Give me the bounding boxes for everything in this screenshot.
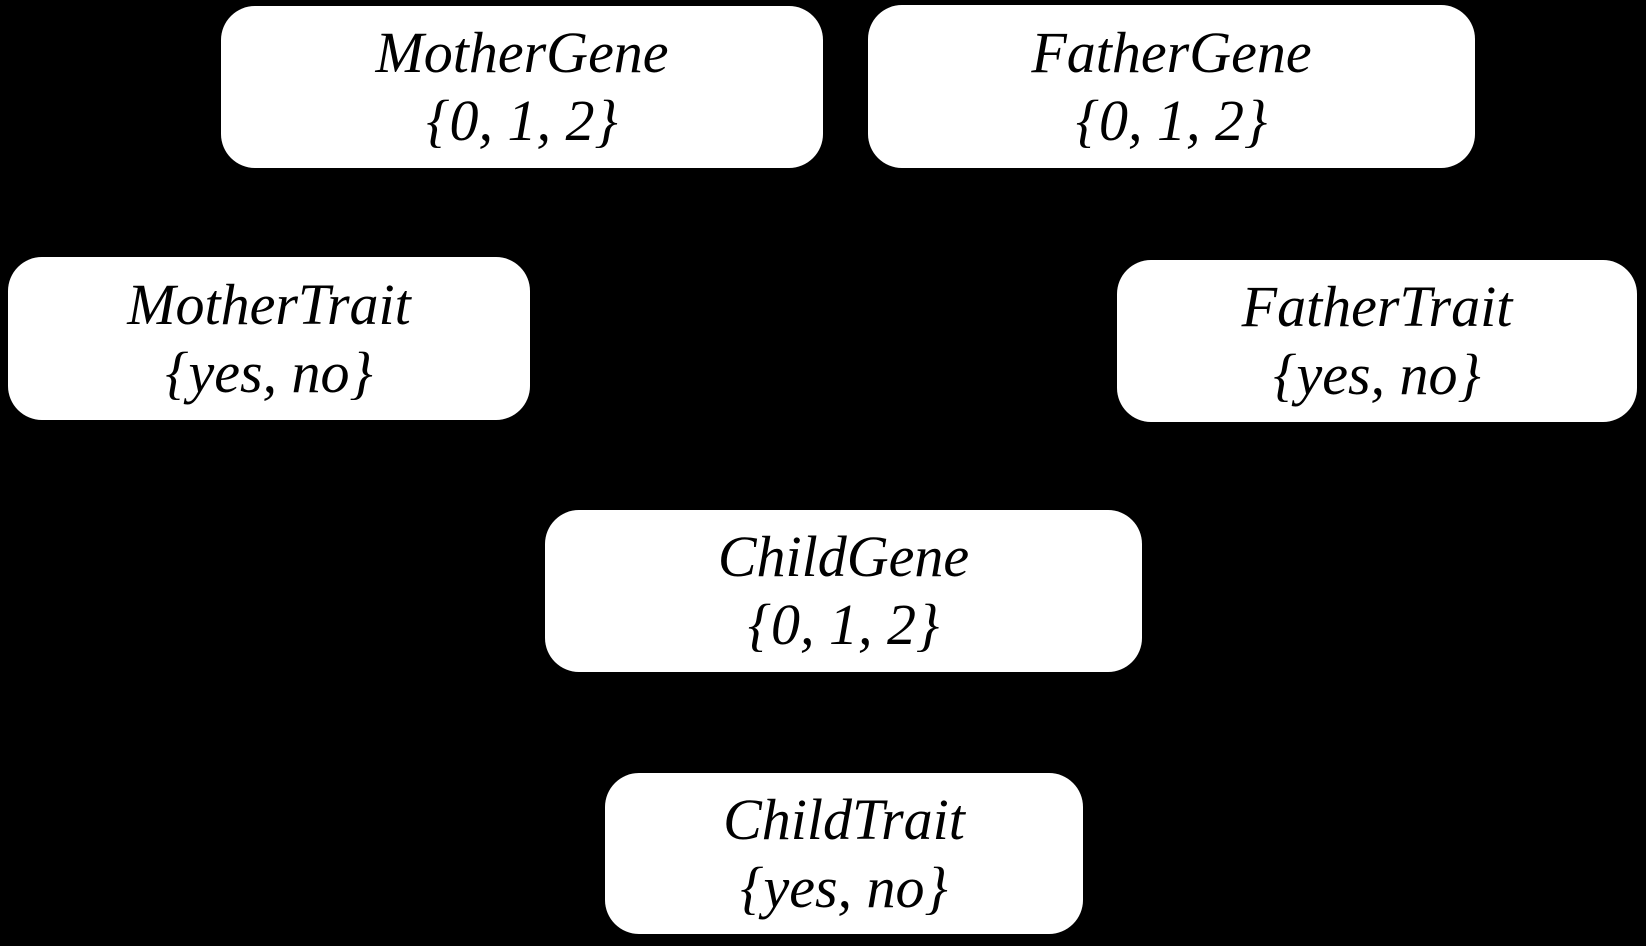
node-title: FatherGene (1031, 19, 1312, 85)
node-child-gene: ChildGene {0, 1, 2} (545, 510, 1142, 672)
node-father-gene: FatherGene {0, 1, 2} (868, 5, 1475, 168)
node-title: ChildTrait (723, 786, 965, 852)
node-domain: {yes, no} (165, 339, 373, 405)
node-domain: {0, 1, 2} (426, 88, 618, 153)
node-child-trait: ChildTrait {yes, no} (605, 773, 1083, 934)
node-domain: {0, 1, 2} (1075, 87, 1268, 153)
node-mother-gene: MotherGene {0, 1, 2} (221, 6, 823, 168)
node-title: MotherTrait (127, 271, 411, 337)
node-title: ChildGene (717, 524, 970, 589)
node-domain: {yes, no} (740, 854, 948, 920)
node-father-trait: FatherTrait {yes, no} (1117, 260, 1637, 422)
node-title: FatherTrait (1241, 274, 1513, 339)
node-domain: {0, 1, 2} (747, 592, 940, 657)
node-title: MotherGene (375, 20, 669, 85)
node-domain: {yes, no} (1273, 342, 1481, 407)
node-mother-trait: MotherTrait {yes, no} (8, 257, 530, 420)
